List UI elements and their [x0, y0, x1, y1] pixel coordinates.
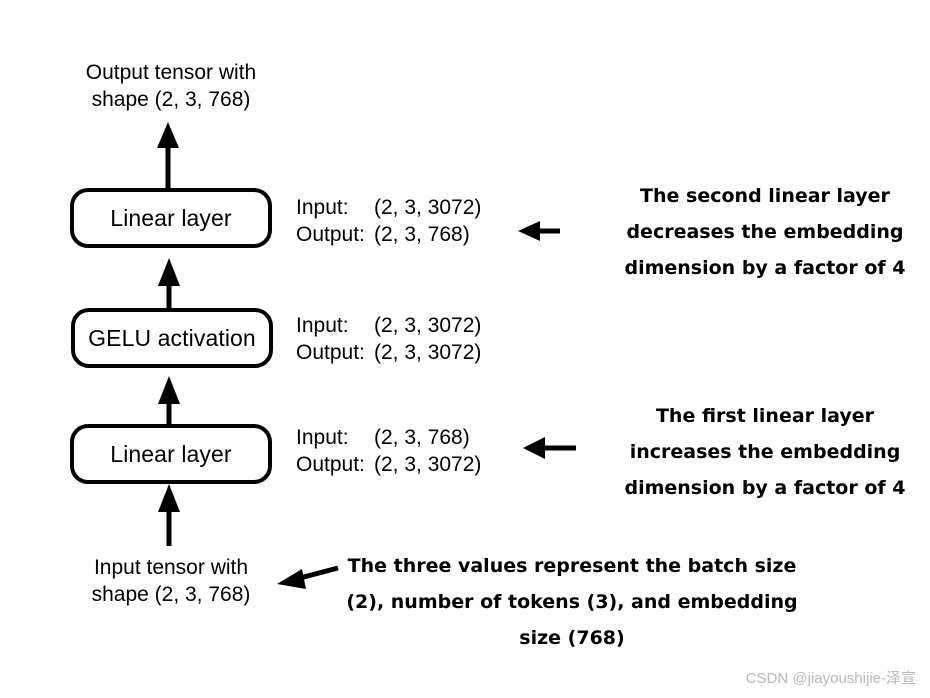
box-linear-layer-second[interactable]: Linear layer	[70, 188, 272, 248]
arrow-up-input-to-linear1	[158, 484, 180, 546]
io-output-value: (2, 3, 3072)	[374, 453, 482, 476]
io-spec-linear-layer-second: Input: (2, 3, 3072) Output: (2, 3, 768)	[296, 194, 481, 248]
io-output-key: Output:	[296, 223, 365, 246]
io-spec-gelu-activation: Input: (2, 3, 3072) Output: (2, 3, 3072)	[296, 312, 481, 366]
io-row-input: Input: (2, 3, 3072)	[296, 312, 481, 339]
box-gelu-activation[interactable]: GELU activation	[71, 308, 273, 368]
io-input-key: Input:	[296, 314, 349, 337]
box-linear-layer-second-label: Linear layer	[110, 204, 232, 231]
arrow-left-first-layer	[523, 437, 576, 459]
box-gelu-activation-label: GELU activation	[88, 324, 256, 351]
arrow-up-linear1-to-gelu	[158, 376, 180, 424]
io-row-output: Output: (2, 3, 3072)	[296, 339, 481, 366]
io-spec-linear-layer-first: Input: (2, 3, 768) Output: (2, 3, 3072)	[296, 424, 481, 478]
box-linear-layer-first-label: Linear layer	[110, 440, 232, 467]
io-row-output: Output: (2, 3, 768)	[296, 221, 481, 248]
io-input-value: (2, 3, 3072)	[374, 314, 482, 337]
io-output-key: Output:	[296, 341, 365, 364]
io-output-key: Output:	[296, 453, 365, 476]
io-row-input: Input: (2, 3, 768)	[296, 424, 481, 451]
output-tensor-label: Output tensor with shape (2, 3, 768)	[85, 61, 257, 111]
annotation-second-linear-layer: The second linear layer decreases the em…	[624, 185, 906, 279]
io-input-value: (2, 3, 3072)	[374, 196, 482, 219]
arrow-up-gelu-to-linear2	[158, 258, 180, 308]
io-input-key: Input:	[296, 196, 349, 219]
io-row-output: Output: (2, 3, 3072)	[296, 451, 481, 478]
io-input-key: Input:	[296, 426, 349, 449]
arrow-up-to-output	[157, 122, 179, 188]
arrow-left-second-layer	[518, 221, 560, 241]
io-row-input: Input: (2, 3, 3072)	[296, 194, 481, 221]
io-input-value: (2, 3, 768)	[374, 426, 470, 449]
box-linear-layer-first[interactable]: Linear layer	[70, 424, 272, 484]
annotation-three-values: The three values represent the batch siz…	[346, 555, 798, 649]
io-output-value: (2, 3, 3072)	[374, 341, 482, 364]
io-output-value: (2, 3, 768)	[374, 223, 470, 246]
annotation-first-linear-layer: The first linear layer increases the emb…	[624, 405, 906, 499]
watermark: CSDN @jiayoushijie-泽宣	[745, 670, 916, 687]
input-tensor-label: Input tensor with shape (2, 3, 768)	[91, 556, 251, 606]
